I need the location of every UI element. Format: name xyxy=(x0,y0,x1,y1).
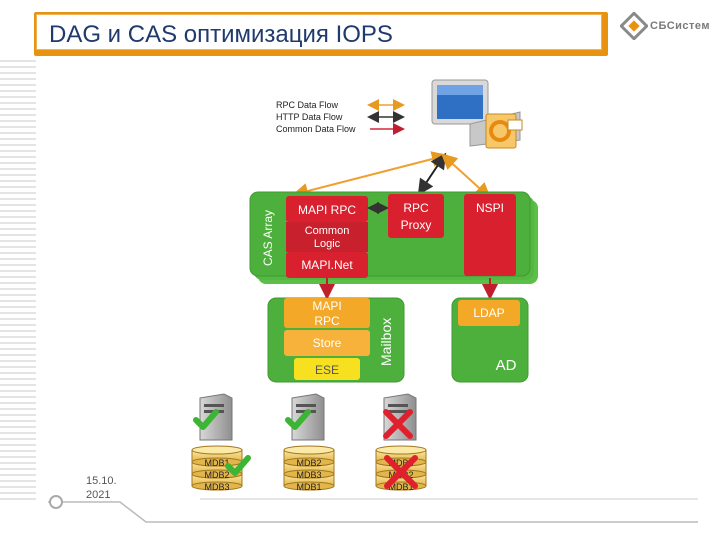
rpc-proxy-label-2: Proxy xyxy=(401,218,432,232)
server-icon xyxy=(291,393,325,441)
footer-line xyxy=(48,501,698,523)
footer-dot xyxy=(49,495,63,509)
mapi-rpc-box xyxy=(286,196,368,222)
mailbox-mapi-label-2: RPC xyxy=(314,314,340,328)
ldap-label: LDAP xyxy=(473,306,504,320)
http-flow-arrow xyxy=(417,152,447,196)
mapi-net-label: MAPI.Net xyxy=(301,258,353,272)
outlook-icon xyxy=(485,113,523,149)
server-group: MDB3MDB2MDB1 xyxy=(375,393,427,492)
database-label: MDB3 xyxy=(296,470,321,480)
mapi-net-box xyxy=(286,252,368,278)
server-ok-check-icon xyxy=(285,409,311,430)
rpc-proxy-label-1: RPC xyxy=(403,201,429,215)
legend-common-label: Common Data Flow xyxy=(276,124,356,134)
legend: RPC Data Flow HTTP Data Flow Common Data… xyxy=(276,99,405,135)
title-bar: DAG и CAS оптимизация IOPS xyxy=(34,12,608,56)
server-icon xyxy=(199,393,233,441)
ese-label: ESE xyxy=(315,363,339,377)
database-label: MDB1 xyxy=(388,482,413,492)
database-stack-icon xyxy=(283,445,335,491)
common-logic-label-2: Logic xyxy=(314,238,341,250)
ese-box xyxy=(294,358,360,380)
server-fail-cross-icon xyxy=(383,409,413,439)
rpc-nspi-arrow xyxy=(441,153,491,199)
database-label: MDB3 xyxy=(204,482,229,492)
company-logo-icon xyxy=(620,12,648,40)
common-logic-box xyxy=(286,222,368,252)
database-label: MDB2 xyxy=(204,470,229,480)
legend-rpc-label: RPC Data Flow xyxy=(276,100,339,110)
title-frame: DAG и CAS оптимизация IOPS xyxy=(36,14,602,50)
legend-http-label: HTTP Data Flow xyxy=(276,112,343,122)
date-line-1: 15.10. xyxy=(86,475,117,487)
servers-row: MDB1MDB2MDB3MDB2MDB3MDB1MDB3MDB2MDB1 xyxy=(191,393,427,492)
database-label: MDB3 xyxy=(388,458,413,468)
ad-label: AD xyxy=(496,357,517,374)
nspi-label: NSPI xyxy=(476,201,504,215)
slide-date: 15.10. 2021 xyxy=(86,474,117,502)
mailbox-mapi-box xyxy=(284,298,370,328)
common-logic-label-1: Common xyxy=(305,225,350,237)
company-logo-text: СБСистем xyxy=(650,20,711,32)
rpc-proxy-box xyxy=(388,194,444,238)
store-box xyxy=(284,330,370,356)
nspi-box xyxy=(464,194,516,276)
cas-array-label: CAS Array xyxy=(261,210,275,266)
server-ok-check-icon xyxy=(193,409,219,430)
mailbox-mapi-label-1: MAPI xyxy=(312,299,341,313)
database-ok-check-icon xyxy=(225,455,251,476)
slide-title: DAG и CAS оптимизация IOPS xyxy=(49,21,393,48)
decorative-stripes xyxy=(0,60,36,500)
database-label: MDB1 xyxy=(296,482,321,492)
ldap-box xyxy=(458,300,520,326)
mapi-rpc-label: MAPI RPC xyxy=(298,203,356,217)
database-fail-cross-icon xyxy=(384,455,418,489)
mailbox-label: Mailbox xyxy=(378,318,394,366)
database-label: MDB1 xyxy=(204,458,229,468)
date-line-2: 2021 xyxy=(86,489,111,501)
database-label: MDB2 xyxy=(296,458,321,468)
store-label: Store xyxy=(313,336,342,350)
